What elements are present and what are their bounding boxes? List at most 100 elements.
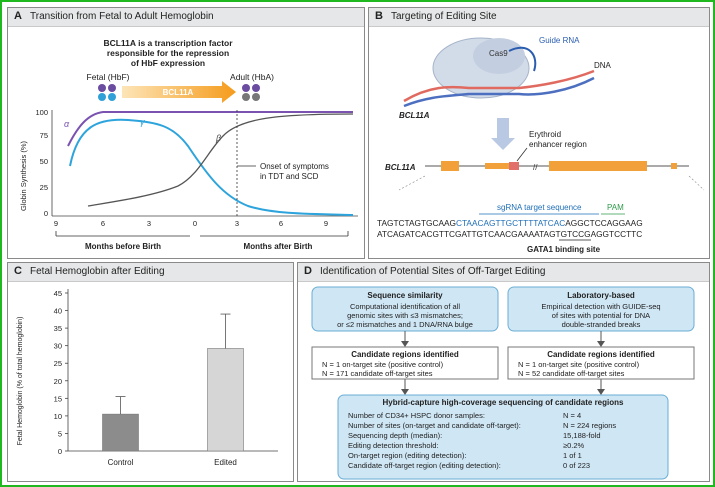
bcl-note-line2: responsible for the repression bbox=[107, 48, 229, 58]
hyb-row-value: ≥0.2% bbox=[563, 441, 585, 450]
alpha-curve bbox=[67, 111, 353, 147]
y-axis-label: Globin Synthesis (%) bbox=[19, 140, 28, 211]
box-title: Sequence similarity bbox=[367, 291, 443, 300]
candidate-right-box: Candidate regions identified N = 1 on-ta… bbox=[507, 346, 695, 380]
y-tick-label: 35 bbox=[54, 324, 62, 333]
box-line: genomic sites with ≤3 mismatches; bbox=[347, 311, 463, 320]
panel-a-graphic: BCL11A is a transcription factor respons… bbox=[19, 38, 358, 251]
bcl11a-arrow: BCL11A bbox=[122, 81, 236, 103]
y-tick-label: 45 bbox=[54, 289, 62, 298]
hyb-row-label: Sequencing depth (median): bbox=[348, 431, 442, 440]
y-tick: 100 bbox=[35, 108, 48, 117]
sequence-top: TAGTCTAGTGCAAGCTAACAGTTGCTTTTATCACAGGCTC… bbox=[377, 218, 643, 228]
box-line: N = 1 on-target site (positive control) bbox=[322, 360, 444, 369]
hbf-bar-chart: Fetal Hemoglobin (% of total hemoglobin)… bbox=[17, 289, 278, 467]
hyb-row-label: Number of CD34+ HSPC donor samples: bbox=[348, 411, 485, 420]
gene-exon bbox=[441, 161, 459, 171]
box-title: Candidate regions identified bbox=[547, 350, 655, 359]
adult-hemoglobin-icon bbox=[242, 84, 260, 101]
beta-curve bbox=[87, 113, 354, 207]
bcl-note-line3: of HbF expression bbox=[131, 58, 205, 68]
box-line: double-stranded breaks bbox=[562, 320, 641, 329]
y-tick-label: 25 bbox=[54, 359, 62, 368]
gamma-curve bbox=[69, 118, 354, 216]
y-tick-label: 20 bbox=[54, 377, 62, 386]
bar bbox=[207, 348, 244, 452]
sequence-similarity-box: Sequence similarity Computational identi… bbox=[311, 286, 499, 332]
adult-label: Adult (HbA) bbox=[230, 72, 274, 82]
hyb-row-label: Editing detection threshold: bbox=[348, 441, 438, 450]
y-axis-label: Fetal Hemoglobin (% of total hemoglobin) bbox=[17, 317, 24, 446]
panel-letter: A bbox=[14, 10, 22, 22]
panel-d: D Identification of Potential Sites of O… bbox=[297, 262, 710, 482]
sgrna-label: sgRNA target sequence bbox=[497, 203, 582, 212]
after-birth-label: Months after Birth bbox=[244, 242, 313, 251]
fetal-hemoglobin-icon bbox=[98, 84, 116, 101]
enhancer-region bbox=[509, 162, 519, 170]
hyb-row-value: N = 4 bbox=[563, 411, 581, 420]
x-axis: 9 6 3 0 3 6 9 bbox=[52, 215, 358, 228]
erythroid-label-line1: Erythroid bbox=[529, 130, 561, 139]
hyb-row-label: Candidate off-target region (editing det… bbox=[348, 461, 501, 470]
erythroid-label-line2: enhancer region bbox=[529, 140, 587, 149]
cas9-label: Cas9 bbox=[489, 49, 508, 58]
x-tick: 3 bbox=[147, 219, 151, 228]
y-tick: 50 bbox=[40, 157, 48, 166]
hyb-row-value: 15,188-fold bbox=[563, 431, 601, 440]
x-tick: 0 bbox=[193, 219, 197, 228]
guide-rna-label: Guide RNA bbox=[539, 36, 580, 45]
y-tick-label: 40 bbox=[54, 307, 62, 316]
sequence-bottom: ATCAGATCACGTTCGATTGTCAACGAAAATAGTGTCCGAG… bbox=[377, 229, 642, 239]
x-tick: 6 bbox=[279, 219, 283, 228]
erythroid-pointer bbox=[516, 147, 528, 162]
bar bbox=[102, 413, 139, 452]
seq-top-c: AGGCTCCAGGAAG bbox=[565, 218, 642, 228]
x-tick: 9 bbox=[54, 219, 58, 228]
box-title: Candidate regions identified bbox=[351, 350, 459, 359]
gamma-label: γ bbox=[140, 117, 145, 127]
y-tick: 25 bbox=[40, 183, 48, 192]
y-axis: 0 25 50 75 100 bbox=[35, 108, 53, 218]
panel-title: Fetal Hemoglobin after Editing bbox=[30, 266, 165, 277]
hyb-row-value: 1 of 1 bbox=[563, 451, 582, 460]
fetal-label: Fetal (HbF) bbox=[87, 72, 130, 82]
box-line: N = 171 candidate off-target sites bbox=[322, 369, 433, 378]
gene-exon bbox=[485, 163, 513, 169]
box-title: Laboratory-based bbox=[567, 291, 635, 300]
y-tick: 0 bbox=[44, 209, 48, 218]
y-tick-label: 5 bbox=[58, 429, 62, 438]
gata-label: GATA1 binding site bbox=[527, 245, 601, 254]
panel-c-header: C Fetal Hemoglobin after Editing bbox=[8, 263, 293, 282]
alpha-label: α bbox=[64, 119, 70, 129]
before-birth-label: Months before Birth bbox=[85, 242, 161, 251]
category-label: Edited bbox=[214, 458, 237, 467]
x-tick: 6 bbox=[101, 219, 105, 228]
zoom-arrow bbox=[491, 118, 515, 150]
dna-strand-top bbox=[403, 69, 595, 103]
panel-c: C Fetal Hemoglobin after Editing Fetal H… bbox=[7, 262, 294, 482]
panel-letter: D bbox=[304, 265, 312, 277]
hyb-row-label: On-target region (editing detection): bbox=[348, 451, 466, 460]
box-line: of sites with potential for DNA bbox=[552, 311, 650, 320]
panel-letter: B bbox=[375, 10, 383, 22]
x-tick: 9 bbox=[324, 219, 328, 228]
zoom-line bbox=[688, 175, 705, 191]
panel-letter: C bbox=[14, 265, 22, 277]
panel-title: Targeting of Editing Site bbox=[391, 11, 497, 22]
panel-title: Identification of Potential Sites of Off… bbox=[320, 266, 546, 277]
panel-b: B Targeting of Editing Site Cas9 Guide R… bbox=[368, 7, 710, 259]
bcl-note-line1: BCL11A is a transcription factor bbox=[103, 38, 233, 48]
seq-top-a: TAGTCTAGTGCAAG bbox=[377, 218, 456, 228]
hyb-row-value: 0 of 223 bbox=[563, 461, 590, 470]
bcl11a-gene-label: BCL11A bbox=[385, 163, 416, 172]
dna-strand-bottom bbox=[403, 76, 595, 108]
onset-line2: in TDT and SCD bbox=[260, 172, 319, 181]
onset-line1: Onset of symptoms bbox=[260, 162, 329, 171]
gene-exon bbox=[671, 163, 677, 169]
panel-b-header: B Targeting of Editing Site bbox=[369, 8, 709, 27]
month-brackets bbox=[55, 231, 349, 237]
y-tick-label: 15 bbox=[54, 394, 62, 403]
panel-b-graphic: Cas9 Guide RNA DNA BCL11A Erythroid enha… bbox=[377, 36, 705, 254]
panel-d-graphic: Sequence similarity Computational identi… bbox=[311, 286, 695, 480]
